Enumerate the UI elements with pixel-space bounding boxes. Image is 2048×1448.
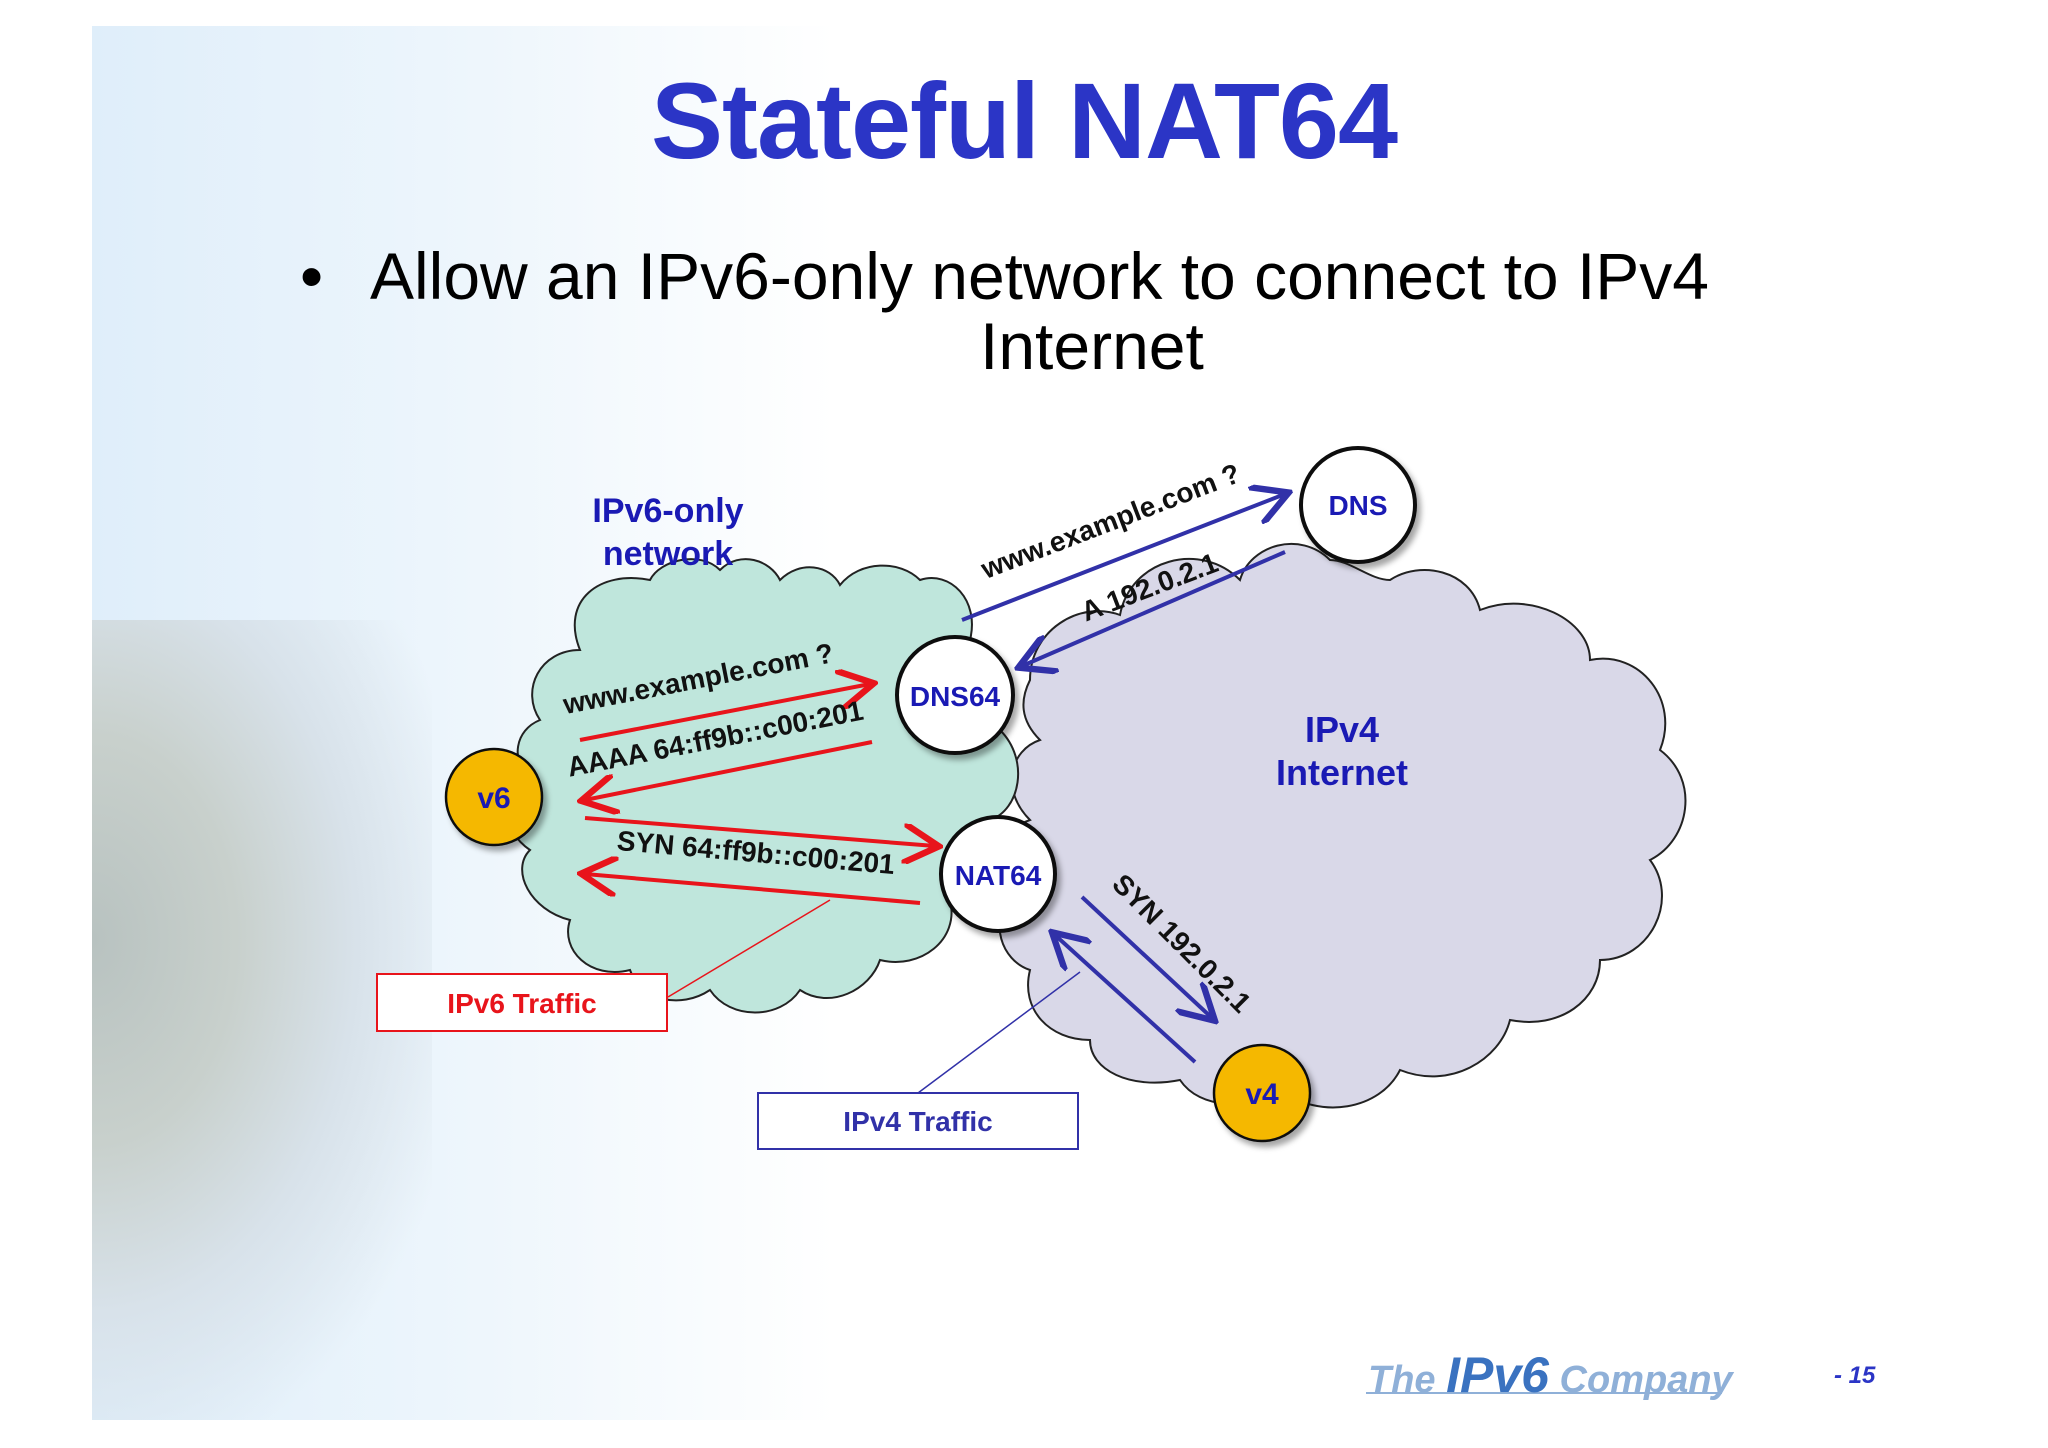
syn-v6-return-arrow: [585, 874, 921, 905]
dns64-query-arrow: [579, 684, 870, 742]
slide-title: Stateful NAT64: [650, 60, 1398, 181]
dns64-node-label: DNS64: [910, 681, 1001, 712]
ipv4-cloud-label-line1: IPv4: [1305, 709, 1379, 750]
ipv6-traffic-legend-label: IPv6 Traffic: [447, 988, 596, 1019]
v4-endpoint-label: v4: [1245, 1078, 1279, 1111]
nat64-node-label: NAT64: [955, 860, 1042, 891]
ipv4-traffic-legend-box: [757, 1092, 1079, 1150]
page-number: - 15: [1834, 1362, 1876, 1389]
syn-v4-outbound-arrow: [1080, 895, 1212, 1018]
bullet-icon: •: [300, 239, 324, 313]
ipv6-cloud: [506, 558, 1020, 1014]
nat64-node: NAT64: [939, 815, 1057, 933]
v4-endpoint: v4: [1212, 1043, 1312, 1143]
ipv6-traffic-leader-line: [667, 899, 831, 998]
dns64-node: DNS64: [895, 635, 1015, 755]
ipv6-cloud-label-line1: IPv6-only: [592, 492, 743, 530]
ipv4-traffic-leader-line: [917, 971, 1081, 1094]
v6-endpoint: v6: [444, 747, 544, 847]
v6-endpoint-label: v6: [477, 782, 510, 815]
dns-node: DNS: [1299, 446, 1417, 564]
ipv4-traffic-legend-label: IPv4 Traffic: [843, 1106, 992, 1137]
logo-the: The: [1368, 1359, 1436, 1401]
earth-background-image: [92, 620, 432, 1420]
syn-v4-return-arrow: [1055, 935, 1197, 1064]
logo-ipv6: IPv6: [1446, 1347, 1549, 1403]
dns-query-arrow: [961, 494, 1285, 622]
dns64-answer-arrow: [585, 740, 873, 800]
syn-v6-outbound-arrow: [584, 816, 935, 846]
dns-answer-arrow: [1022, 550, 1286, 666]
ipv6-traffic-legend-box: [376, 973, 668, 1032]
dns-node-label: DNS: [1328, 490, 1387, 521]
ipv4-cloud-label-line2: Internet: [1276, 752, 1408, 793]
company-logo: The IPv6 Company: [1368, 1346, 1733, 1404]
bullet-text-line1: Allow an IPv6-only network to connect to…: [370, 239, 1710, 313]
bullet-text-line2: Internet: [980, 309, 1204, 383]
ipv6-cloud-label-line2: network: [603, 535, 733, 573]
ipv4-cloud: [998, 543, 1687, 1109]
logo-company: Company: [1559, 1359, 1733, 1401]
